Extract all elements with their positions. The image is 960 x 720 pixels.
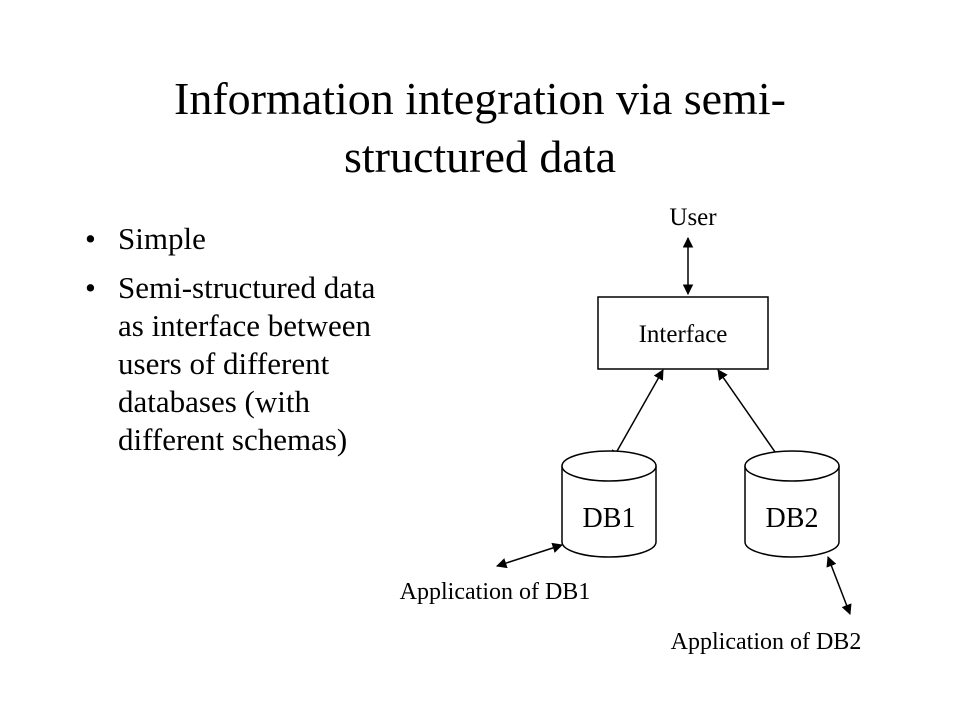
bullet-text-line: databases (with [118, 384, 310, 419]
bullet-text-line: users of different [118, 346, 330, 381]
db2-cylinder [744, 450, 840, 558]
slide-title: Information integration via semi- struct… [60, 70, 900, 186]
slide-title-line-1: Information integration via semi- [174, 73, 786, 124]
bullet-list: • Simple • Semi-structured data as inter… [85, 220, 445, 470]
db1-label: DB1 [583, 503, 636, 534]
interface-db1-arrow [611, 369, 664, 461]
interface-db2-arrow [717, 369, 783, 463]
bullet-item-simple: • Simple [85, 220, 445, 258]
application-db2-label: Application of DB2 [671, 629, 862, 655]
interface-box [597, 296, 769, 370]
db1-application-arrow [496, 542, 563, 569]
db1-cylinder [561, 450, 657, 558]
application-db1-label: Application of DB1 [400, 579, 591, 605]
slide-title-line-2: structured data [343, 131, 617, 182]
bullet-dot: • [85, 270, 96, 305]
bullet-item-semistructured: • Semi-structured data as interface betw… [85, 269, 445, 459]
interface-label: Interface [639, 321, 728, 348]
bullet-text-line: Semi-structured data [118, 270, 376, 305]
bullet-text-line: different schemas) [118, 422, 348, 457]
db2-application-arrow [826, 556, 852, 615]
bullet-text-line: as interface between [118, 308, 372, 343]
db2-label: DB2 [766, 503, 819, 534]
bullet-text: Simple [118, 221, 206, 256]
user-label: User [669, 204, 717, 231]
bullet-dot: • [85, 221, 96, 256]
